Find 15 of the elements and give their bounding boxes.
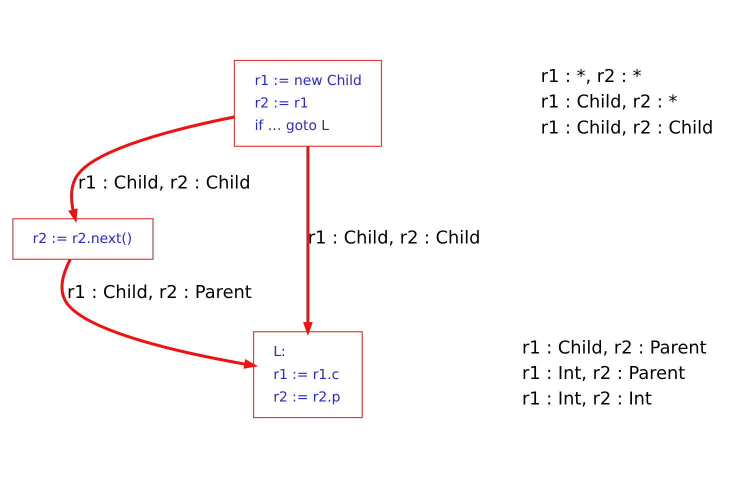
node-box: r2 := r2.next() [12,218,154,260]
arrow [60,258,258,368]
node-label: r1 : Child, r2 : Parent [522,338,707,358]
edge-label: r1 : Child, r2 : Parent [67,282,252,303]
node-label: r1 : Child, r2 : * [540,92,678,112]
node-label: r1 : Int, r2 : Parent [522,364,686,384]
node-label: r1 : *, r2 : * [540,66,642,87]
node-label: r1 : Child, r2 : Child [540,118,714,138]
arrow [68,115,235,222]
node-label: r1 : Int, r2 : Int [522,389,652,410]
node-box: L: r1 := r1.c r2 := r2.p [253,330,363,418]
node-box: r1 := new Child r2 := r1 if … goto L [234,59,382,146]
edge-label: r1 : Child, r2 : Child [78,173,251,194]
arrow [303,146,313,336]
edge-label: r1 : Child, r2 : Child [308,228,480,248]
